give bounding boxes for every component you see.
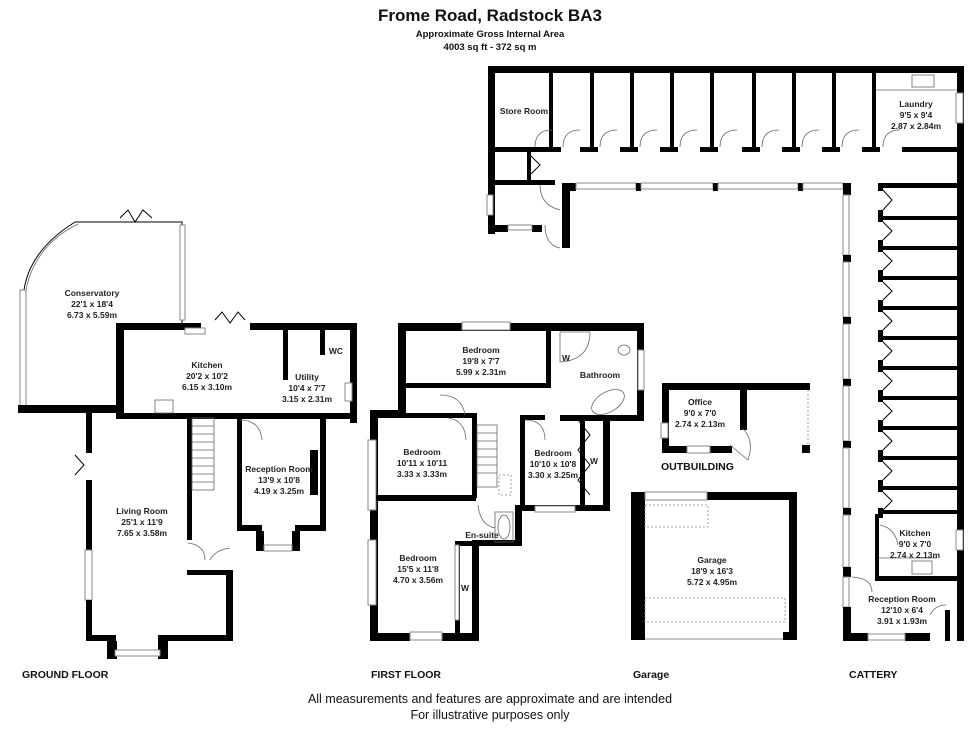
cattery-label: CATTERY [849, 669, 898, 681]
room-bedroom-2: Bedroom 10'11 x 10'11 3.33 x 3.33m [397, 447, 447, 480]
room-office: Office 9'0 x 7'0 2.74 x 2.13m [675, 397, 725, 430]
disclaimer-line-2: For illustrative purposes only [410, 708, 570, 722]
room-imperial: 10'11 x 10'11 [396, 458, 448, 468]
room-name: Bedroom [462, 345, 500, 355]
room-garage: Garage 18'9 x 16'3 5.72 x 4.95m [687, 555, 737, 588]
room-name: Bedroom [399, 553, 437, 563]
plan-area: 4003 sq ft - 372 sq m [443, 42, 537, 53]
room-bedroom-1: Bedroom 19'8 x 7'7 5.99 x 2.31m [456, 345, 506, 378]
room-name: Office [687, 397, 713, 407]
room-imperial: 18'9 x 16'3 [691, 566, 733, 576]
room-metric: 3.30 x 3.25m [527, 470, 579, 480]
wardrobe-marker-1: W [562, 353, 570, 364]
room-imperial: 9'0 x 7'0 [898, 539, 932, 549]
room-metric: 3.15 x 2.31m [281, 394, 333, 404]
room-imperial: 19'8 x 7'7 [462, 356, 500, 366]
room-metric: 4.70 x 3.56m [392, 575, 444, 585]
room-metric: 2.74 x 2.13m [674, 419, 726, 429]
room-metric: 4.19 x 3.25m [253, 486, 305, 496]
room-metric: 5.72 x 4.95m [686, 577, 738, 587]
wardrobe-marker-2: W [590, 456, 598, 467]
room-cattery-kitchen: Kitchen 9'0 x 7'0 2.74 x 2.13m [890, 528, 940, 561]
ground-floor-walls [18, 209, 357, 659]
room-metric: 6.15 x 3.10m [181, 382, 233, 392]
room-imperial: 22'1 x 18'4 [71, 299, 113, 309]
room-name: Bedroom [534, 448, 572, 458]
room-metric: 7.65 x 3.58m [116, 528, 168, 538]
garage-label: Garage [633, 669, 670, 681]
wardrobe-label: W [589, 456, 599, 466]
room-metric: 2.87 x 2.84m [890, 121, 942, 131]
room-kitchen: Kitchen 20'2 x 10'2 6.15 x 3.10m [182, 360, 232, 393]
room-cattery-reception: Reception Room 12'10 x 6'4 3.91 x 1.93m [868, 594, 936, 627]
plan-title: Frome Road, Radstock BA3 [378, 6, 602, 25]
ground-floor-label: GROUND FLOOR [22, 669, 109, 681]
wardrobe-label: W [460, 583, 470, 593]
room-metric: 5.99 x 2.31m [455, 367, 507, 377]
room-name: Garage [697, 555, 727, 565]
wardrobe-label: W [561, 353, 571, 363]
room-conservatory: Conservatory 22'1 x 18'4 6.73 x 5.59m [65, 288, 120, 321]
room-imperial: 10'10 x 10'8 [529, 459, 577, 469]
room-living-room: Living Room 25'1 x 11'9 7.65 x 3.58m [116, 506, 167, 539]
room-name: Store Room [499, 106, 549, 116]
room-imperial: 15'5 x 11'8 [397, 564, 439, 574]
room-bedroom-4: Bedroom 15'5 x 11'8 4.70 x 3.56m [393, 553, 443, 586]
room-name: Bathroom [579, 370, 621, 380]
room-metric: 3.33 x 3.33m [396, 469, 448, 479]
room-imperial: 25'1 x 11'9 [121, 517, 163, 527]
room-name: WC [328, 346, 344, 356]
room-name: Reception Room [245, 464, 313, 474]
room-metric: 6.73 x 5.59m [66, 310, 118, 320]
room-name: Utility [295, 372, 319, 382]
room-metric: 2.74 x 2.13m [889, 550, 941, 560]
room-imperial: 13'9 x 10'8 [258, 475, 300, 485]
plan-subtitle: Approximate Gross Internal Area [415, 29, 565, 40]
room-wc: WC [329, 346, 343, 357]
room-bathroom: Bathroom [580, 370, 620, 381]
wardrobe-marker-3: W [461, 583, 469, 594]
room-name: Living Room [116, 506, 168, 516]
first-floor-walls [367, 321, 645, 641]
room-reception-room: Reception Room 13'9 x 10'8 4.19 x 3.25m [245, 464, 313, 497]
room-imperial: 20'2 x 10'2 [186, 371, 228, 381]
room-en-suite: En-suite [465, 530, 499, 541]
room-name: Kitchen [191, 360, 223, 370]
outbuilding-label: OUTBUILDING [661, 461, 734, 473]
disclaimer-line-1: All measurements and features are approx… [307, 692, 673, 706]
room-imperial: 12'10 x 6'4 [881, 605, 923, 615]
room-imperial: 9'0 x 7'0 [683, 408, 717, 418]
first-floor-label: FIRST FLOOR [371, 669, 441, 681]
room-utility: Utility 10'4 x 7'7 3.15 x 2.31m [282, 372, 332, 405]
room-name: Kitchen [899, 528, 931, 538]
room-store-room: Store Room [500, 106, 548, 117]
room-metric: 3.91 x 1.93m [876, 616, 928, 626]
outbuilding-walls [660, 383, 810, 461]
room-laundry: Laundry 9'5 x 9'4 2.87 x 2.84m [891, 99, 941, 132]
room-name: En-suite [465, 530, 499, 540]
room-name: Reception Room [868, 594, 936, 604]
room-bedroom-3: Bedroom 10'10 x 10'8 3.30 x 3.25m [528, 448, 578, 481]
room-name: Laundry [899, 99, 933, 109]
garage-walls [631, 491, 797, 640]
room-imperial: 9'5 x 9'4 [899, 110, 933, 120]
cattery-walls [486, 66, 964, 641]
room-name: Conservatory [64, 288, 120, 298]
room-name: Bedroom [403, 447, 441, 457]
room-imperial: 10'4 x 7'7 [288, 383, 326, 393]
